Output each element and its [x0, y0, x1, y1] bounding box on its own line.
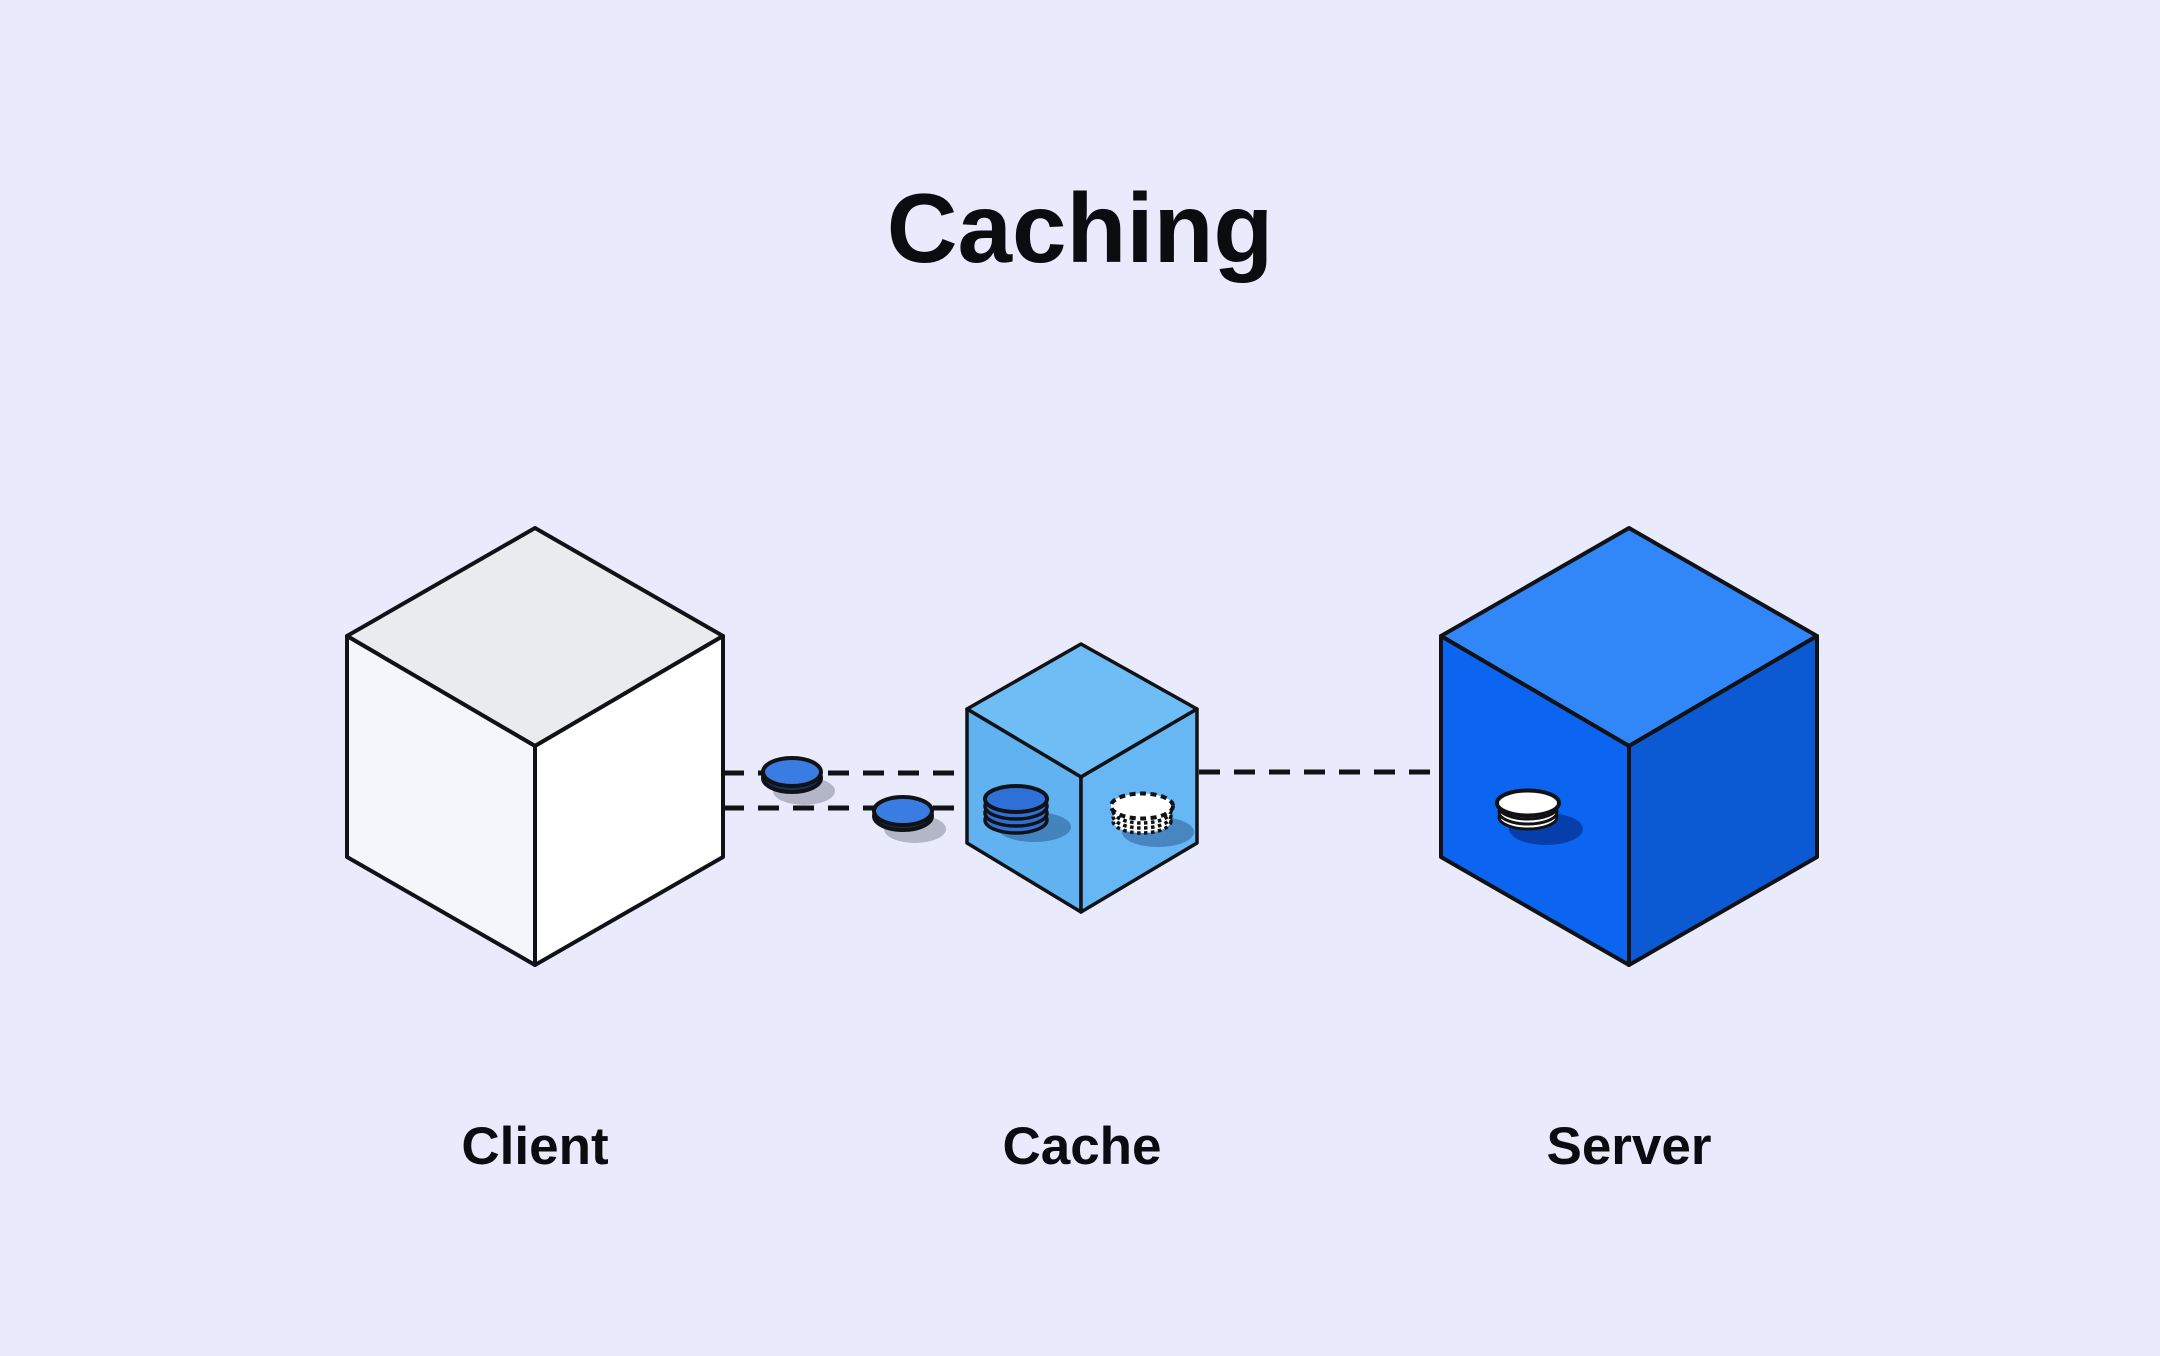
- server-label: Server: [1546, 1117, 1712, 1176]
- cached-data-stack-icon: [983, 784, 1049, 835]
- data-disc-icon: [872, 795, 934, 832]
- server-cube: [1439, 526, 1819, 967]
- ghost-data-disc-icon: [1109, 791, 1175, 835]
- cache-label: Cache: [1002, 1117, 1162, 1176]
- data-disc-icon: [761, 756, 823, 794]
- client-cube-right-face: [533, 634, 725, 967]
- stored-data-disc-icon: [1495, 788, 1561, 831]
- cache-cube: [965, 642, 1199, 914]
- server-cube-right-face: [1627, 634, 1819, 967]
- client-label: Client: [461, 1117, 609, 1176]
- diagram-title: Caching: [886, 173, 1274, 283]
- client-cube: [345, 526, 725, 967]
